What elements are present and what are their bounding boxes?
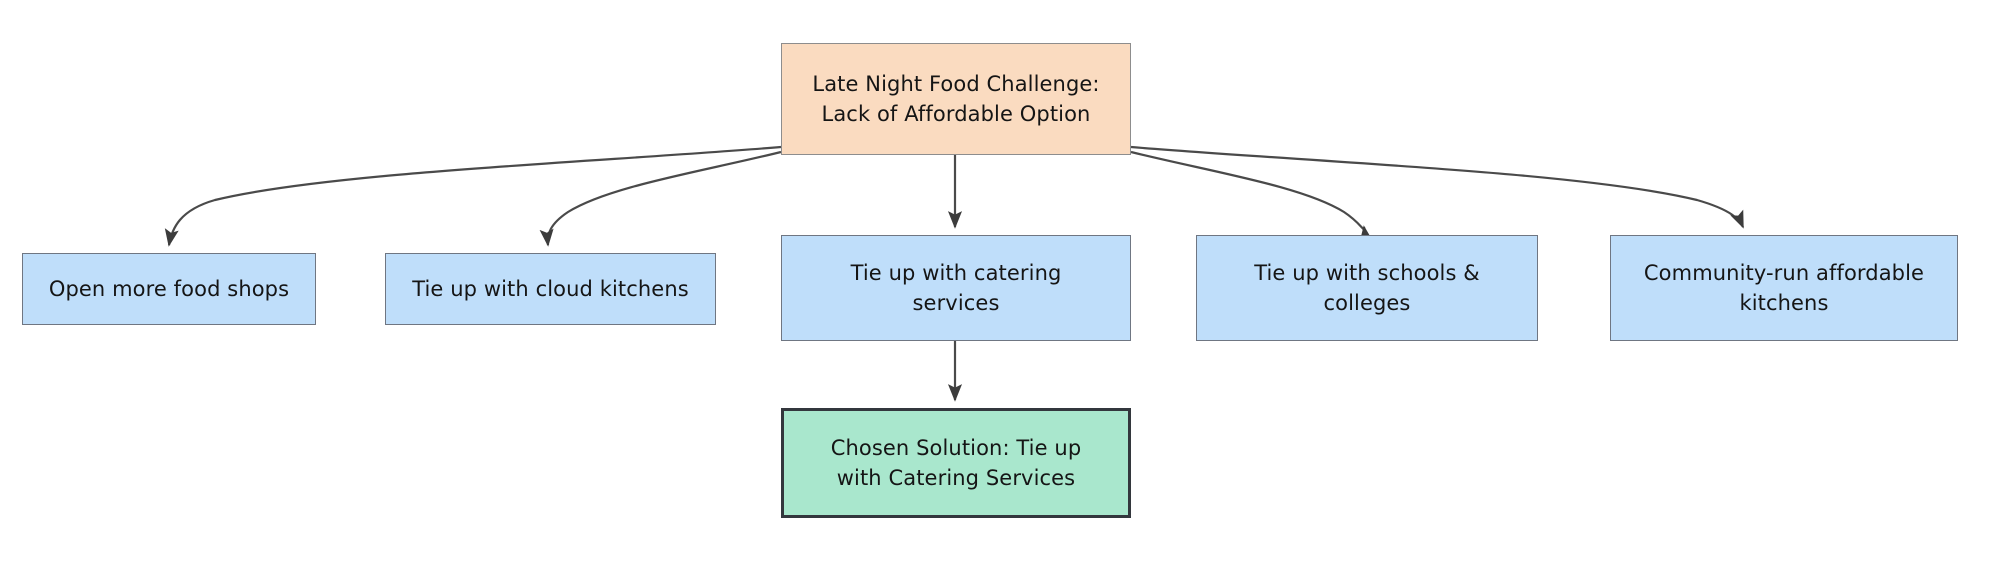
edge-root-to-open-more-food-shops bbox=[164, 145, 782, 247]
node-chosen-label: Chosen Solution: Tie up with Catering Se… bbox=[830, 435, 1082, 490]
edge-root-to-community-kitchens bbox=[1130, 145, 1745, 229]
node-option-label: Community-run affordable kitchens bbox=[1643, 260, 1925, 315]
edge-root-to-cloud-kitchens bbox=[539, 150, 782, 247]
node-option-schools-colleges[interactable]: Tie up with schools & colleges bbox=[1196, 235, 1538, 341]
node-option-label: Open more food shops bbox=[48, 276, 290, 301]
node-option-cloud-kitchens[interactable]: Tie up with cloud kitchens bbox=[385, 253, 716, 325]
node-chosen-solution[interactable]: Chosen Solution: Tie up with Catering Se… bbox=[781, 408, 1131, 518]
node-option-open-more-food-shops[interactable]: Open more food shops bbox=[22, 253, 316, 325]
edge-root-to-schools-colleges bbox=[1130, 150, 1374, 244]
node-option-label: Tie up with catering services bbox=[850, 260, 1062, 315]
node-root-challenge[interactable]: Late Night Food Challenge: Lack of Affor… bbox=[781, 43, 1131, 155]
node-root-label: Late Night Food Challenge: Lack of Affor… bbox=[812, 71, 1100, 126]
node-option-catering-services[interactable]: Tie up with catering services bbox=[781, 235, 1131, 341]
node-option-label: Tie up with schools & colleges bbox=[1254, 260, 1480, 315]
node-option-community-kitchens[interactable]: Community-run affordable kitchens bbox=[1610, 235, 1958, 341]
node-option-label: Tie up with cloud kitchens bbox=[412, 276, 689, 301]
